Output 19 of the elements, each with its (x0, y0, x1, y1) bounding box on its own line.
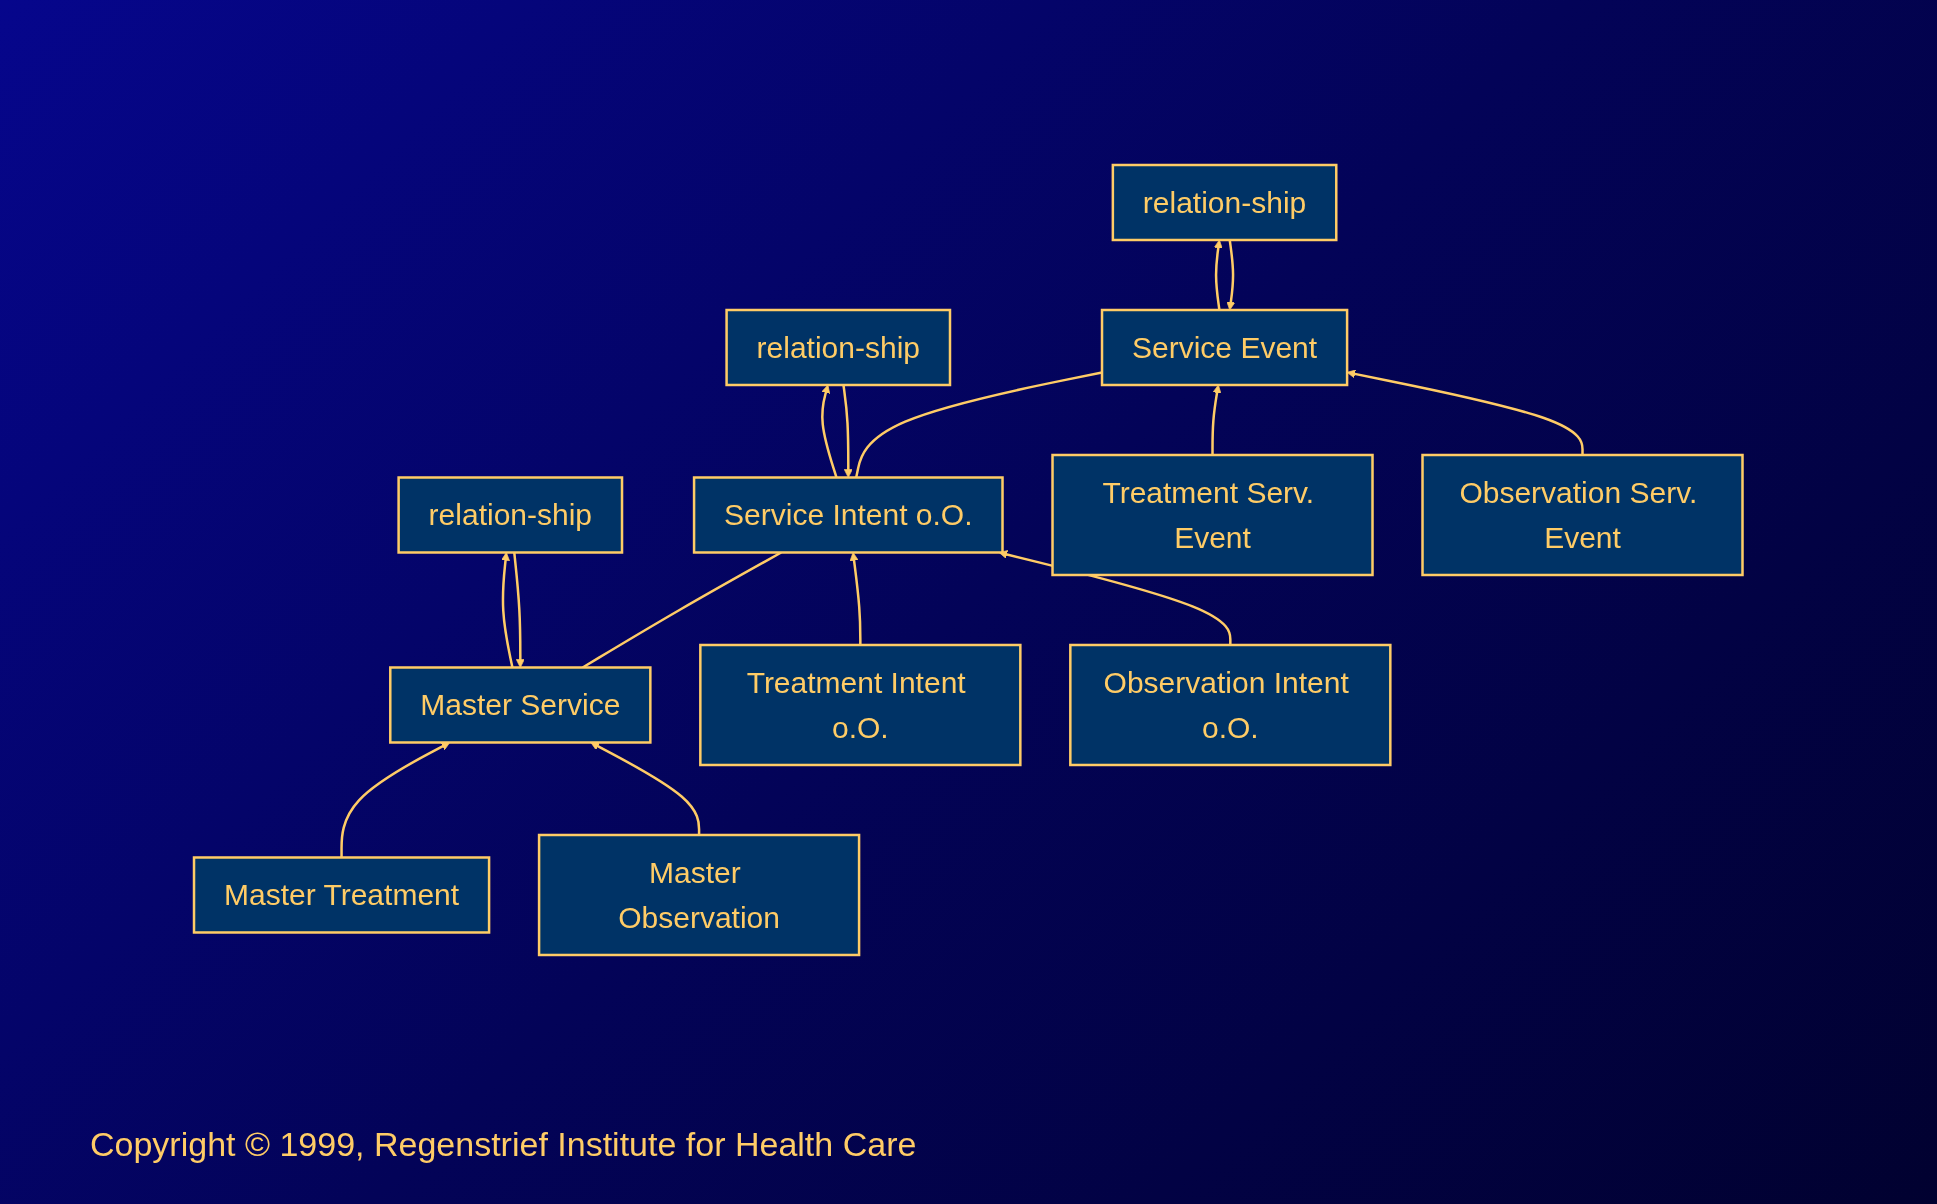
node-box: relation-ship (397, 476, 624, 554)
node-box: Observation Serv. Event (1421, 453, 1744, 577)
node-box: relation-ship (1111, 163, 1338, 242)
arrow (590, 742, 701, 835)
arrow (849, 552, 862, 645)
node-box: Master Service (389, 666, 652, 744)
arrow (501, 552, 514, 668)
node-box: Service Intent o.O. (693, 476, 1004, 554)
node-box: Observation Intent o.O. (1069, 643, 1392, 767)
arrow (513, 552, 525, 668)
node-box: Service Event (1101, 308, 1349, 387)
node-box: relation-ship (725, 308, 952, 387)
arrow (340, 742, 451, 858)
copyright-note: Copyright © 1999, Regenstrief Institute for Health Care (90, 1125, 917, 1164)
node-box: Master Treatment (193, 856, 491, 934)
node-box: Treatment Serv. Event (1051, 453, 1374, 577)
node-box: Treatment Intent o.O. (699, 643, 1022, 767)
connector (855, 371, 1103, 478)
node-box: Master Observation (538, 833, 861, 957)
